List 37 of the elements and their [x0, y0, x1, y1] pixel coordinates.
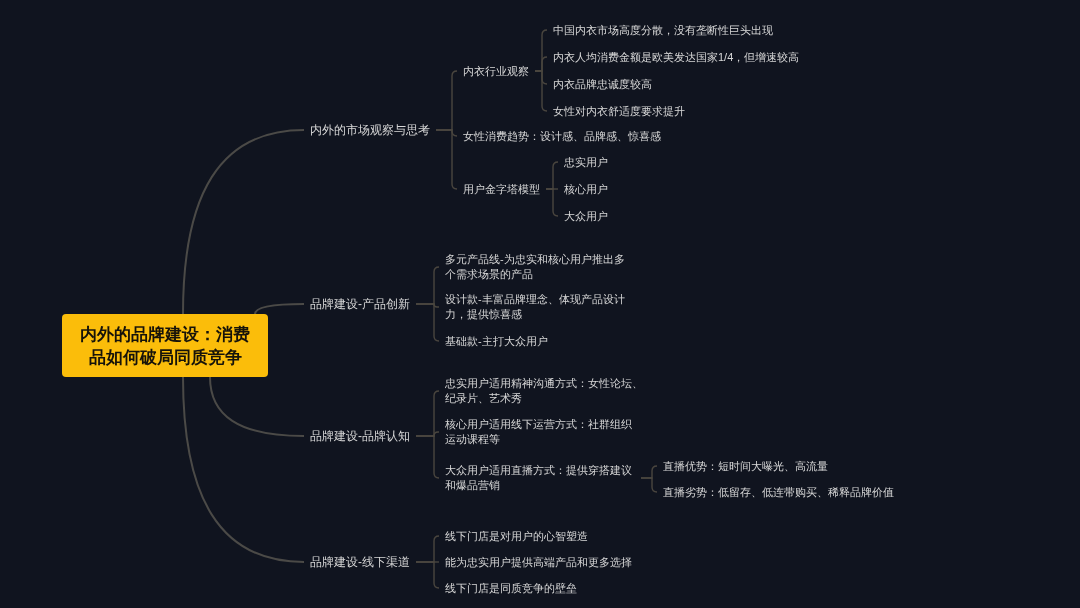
subtopic: 忠实用户适用精神沟通方式：女性论坛、纪录片、艺术秀	[439, 376, 651, 406]
branch-curve	[182, 129, 305, 315]
subtopic: 核心用户适用线下运营方式：社群组织运动课程等	[439, 417, 641, 447]
subtopic: 核心用户	[558, 181, 614, 197]
subtopic: 设计款-丰富品牌理念、体现产品设计力，提供惊喜感	[439, 292, 636, 322]
subtopic: 用户金字塔模型	[457, 181, 546, 197]
subtopic: 内衣行业观察	[457, 63, 535, 79]
subtopic: 线下门店是对用户的心智塑造	[439, 528, 594, 544]
central-topic-box: 内外的品牌建设：消费品如何破局同质竞争	[62, 314, 268, 377]
subtopic: 直播劣势：低留存、低连带购买、稀释品牌价值	[657, 484, 900, 500]
subtopic: 线下门店是同质竞争的壁垒	[439, 580, 583, 596]
branch-curve	[209, 376, 305, 437]
subtopic: 大众用户适用直播方式：提供穿搭建议和爆品营销	[439, 463, 641, 493]
subtopic: 基础款-主打大众用户	[439, 333, 554, 349]
connector-line	[415, 561, 440, 589]
subtopic: 女性消费趋势：设计感、品牌感、惊喜感	[457, 128, 667, 144]
subtopic: 内衣品牌忠诚度较高	[547, 76, 658, 92]
subtopic: 多元产品线-为忠实和核心用户推出多个需求场景的产品	[439, 252, 636, 282]
connector-line	[415, 303, 440, 342]
connector-line	[435, 129, 458, 190]
connector-line	[415, 435, 440, 479]
branch-topic: 内外的市场观察与思考	[304, 122, 436, 138]
branch-curve	[182, 376, 305, 563]
branch-curve	[254, 303, 305, 315]
subtopic: 直播优势：短时间大曝光、高流量	[657, 458, 834, 474]
branch-topic: 品牌建设-产品创新	[304, 296, 416, 312]
branch-topic: 品牌建设-线下渠道	[304, 554, 416, 570]
subtopic: 内衣人均消费金额是欧美发达国家1/4，但增速较高	[547, 49, 806, 65]
subtopic: 能为忠实用户提供高端产品和更多选择	[439, 554, 638, 570]
subtopic: 忠实用户	[558, 154, 614, 170]
subtopic: 女性对内衣舒适度要求提升	[547, 103, 691, 119]
branch-topic: 品牌建设-品牌认知	[304, 428, 416, 444]
subtopic: 大众用户	[558, 208, 614, 224]
connector-line	[640, 477, 658, 493]
subtopic: 中国内衣市场高度分散，没有垄断性巨头出现	[547, 22, 779, 38]
connector-line	[545, 188, 559, 217]
connector-line	[534, 70, 548, 112]
